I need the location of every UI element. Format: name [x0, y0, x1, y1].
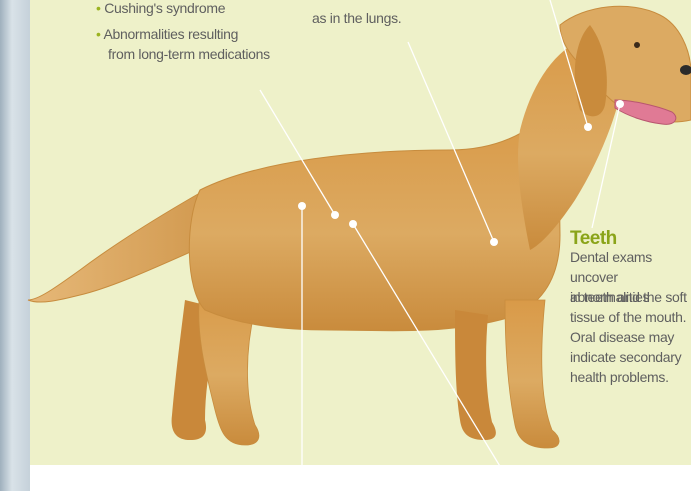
- leader-dot-belly: [331, 211, 339, 219]
- leader-dot-ear: [584, 123, 592, 131]
- bullet-text: Abnormalities resulting: [103, 26, 238, 42]
- dog-body: [189, 115, 560, 331]
- bullet-dot: •: [96, 26, 101, 42]
- teeth-line-6: indicate secondary: [570, 347, 681, 367]
- leader-dot-abdomen: [349, 220, 357, 228]
- leader-dot-mouth: [616, 100, 624, 108]
- dog-tail: [28, 190, 205, 302]
- bullet-dot: •: [96, 0, 101, 16]
- bullet-text: Cushing's syndrome: [104, 0, 225, 16]
- bullet-continuation: from long-term medications: [108, 44, 270, 64]
- dog-eye: [634, 42, 640, 48]
- lungs-caption-fragment: as in the lungs.: [312, 8, 401, 28]
- teeth-line-4: tissue of the mouth.: [570, 307, 686, 327]
- bullet-item-cushings: • Cushing's syndrome: [96, 0, 225, 18]
- leader-dot-chest: [490, 238, 498, 246]
- dog-front-leg-far: [455, 310, 496, 440]
- teeth-line-5: Oral disease may: [570, 327, 674, 347]
- teeth-line-3: in teeth and the soft: [570, 287, 687, 307]
- teeth-line-7: health problems.: [570, 367, 669, 387]
- bullet-item-medications: • Abnormalities resulting: [96, 24, 238, 44]
- leader-dot-abdomen-rear: [298, 202, 306, 210]
- teeth-line-1: Dental exams: [570, 247, 652, 267]
- dog-front-leg-near: [505, 300, 559, 448]
